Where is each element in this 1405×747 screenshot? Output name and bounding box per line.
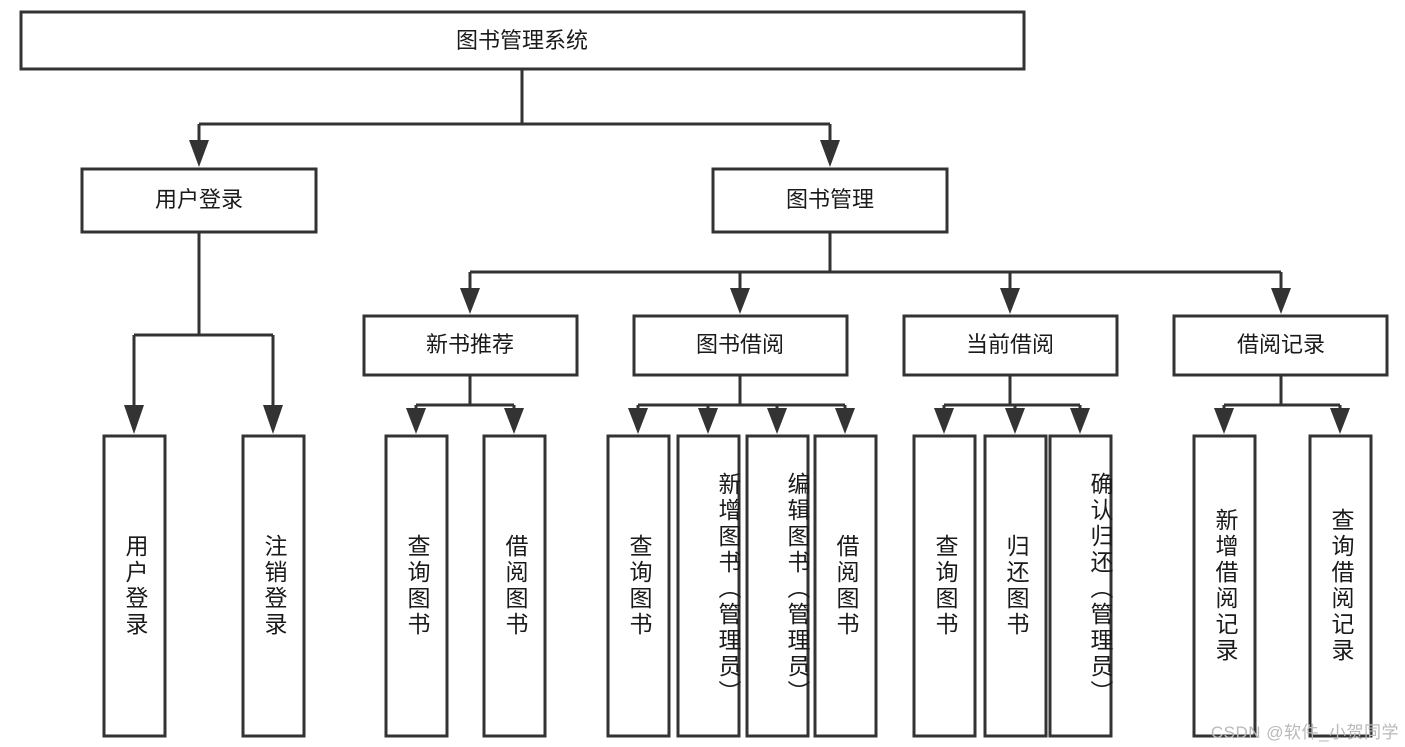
node-leaf-return-book-box[interactable] bbox=[983, 434, 1048, 738]
arrow-head-leaf-add-book bbox=[698, 408, 718, 434]
node-book-borrow[interactable]: 图书借阅 bbox=[632, 314, 849, 377]
node-leaf-borrow-book-1-box[interactable] bbox=[482, 434, 547, 738]
node-leaf-confirm-return-box[interactable] bbox=[1048, 434, 1113, 738]
node-leaf-borrow-book-2-box[interactable] bbox=[813, 434, 878, 738]
leaf-boxes bbox=[102, 434, 1373, 738]
node-leaf-add-record-box[interactable] bbox=[1192, 434, 1257, 738]
node-new-book-recommend-box[interactable] bbox=[362, 314, 579, 377]
node-user-login-label: 用户登录 bbox=[155, 187, 243, 212]
arrow-head-leaf-logout-login bbox=[263, 405, 283, 434]
arrow-head-leaf-query-book-1 bbox=[406, 408, 426, 434]
arrow-head-leaf-query-book-2 bbox=[628, 408, 648, 434]
node-borrow-record-label: 借阅记录 bbox=[1237, 332, 1325, 357]
node-book-borrow-box[interactable] bbox=[632, 314, 849, 377]
node-book-borrow-label: 图书借阅 bbox=[696, 332, 784, 357]
connector-current-borrow-to-leaves bbox=[934, 375, 1090, 434]
node-book-manage[interactable]: 图书管理 bbox=[711, 167, 949, 234]
arrow-head-leaf-query-record bbox=[1330, 408, 1350, 434]
node-user-login[interactable]: 用户登录 bbox=[80, 167, 318, 234]
node-root-label: 图书管理系统 bbox=[456, 28, 588, 53]
node-current-borrow[interactable]: 当前借阅 bbox=[902, 314, 1119, 377]
arrow-head-leaf-confirm-return bbox=[1070, 408, 1090, 434]
node-book-manage-label: 图书管理 bbox=[786, 187, 874, 212]
connector-new-book-to-leaves bbox=[406, 375, 524, 434]
node-leaf-logout-login-box[interactable] bbox=[241, 434, 306, 738]
node-book-manage-box[interactable] bbox=[711, 167, 949, 234]
arrow-head-new-book-recommend bbox=[460, 288, 480, 314]
arrow-head-leaf-borrow-book-2 bbox=[835, 408, 855, 434]
arrow-head-borrow-record bbox=[1271, 288, 1291, 314]
watermark-text: CSDN @软件_小贺同学 bbox=[1210, 723, 1399, 742]
node-leaf-edit-book-box[interactable] bbox=[745, 434, 810, 738]
node-leaf-query-book-3-box[interactable] bbox=[912, 434, 977, 738]
arrow-head-leaf-user-login bbox=[124, 405, 144, 434]
arrow-head-current-borrow bbox=[1000, 288, 1020, 314]
arrow-head-book-borrow bbox=[730, 288, 750, 314]
arrow-head-book-manage bbox=[820, 140, 840, 167]
connector-root-to-level2 bbox=[189, 70, 840, 167]
arrow-head-leaf-add-record bbox=[1214, 408, 1234, 434]
connector-book-borrow-to-leaves bbox=[628, 375, 855, 434]
node-leaf-query-book-2-box[interactable] bbox=[606, 434, 671, 738]
node-borrow-record[interactable]: 借阅记录 bbox=[1172, 314, 1389, 377]
arrow-head-user-login bbox=[189, 140, 209, 167]
node-new-book-recommend-label: 新书推荐 bbox=[426, 332, 514, 357]
connector-user-login-to-leaves bbox=[124, 232, 283, 434]
node-current-borrow-label: 当前借阅 bbox=[966, 332, 1054, 357]
arrow-head-leaf-query-book-3 bbox=[934, 408, 954, 434]
arrow-head-leaf-return-book bbox=[1005, 408, 1025, 434]
node-borrow-record-box[interactable] bbox=[1172, 314, 1389, 377]
node-leaf-query-record-box[interactable] bbox=[1308, 434, 1373, 738]
node-user-login-box[interactable] bbox=[80, 167, 318, 234]
node-root-box[interactable] bbox=[19, 10, 1026, 71]
node-leaf-add-book-box[interactable] bbox=[676, 434, 741, 738]
node-new-book-recommend[interactable]: 新书推荐 bbox=[362, 314, 579, 377]
node-leaf-query-book-1-box[interactable] bbox=[384, 434, 449, 738]
node-current-borrow-box[interactable] bbox=[902, 314, 1119, 377]
node-root[interactable]: 图书管理系统 bbox=[19, 10, 1026, 71]
arrow-head-leaf-borrow-book-1 bbox=[504, 408, 524, 434]
connector-borrow-record-to-leaves bbox=[1214, 375, 1350, 434]
node-leaf-user-login-box[interactable] bbox=[102, 434, 167, 738]
arrow-head-leaf-edit-book bbox=[767, 408, 787, 434]
connector-book-manage-to-level3 bbox=[460, 232, 1291, 314]
